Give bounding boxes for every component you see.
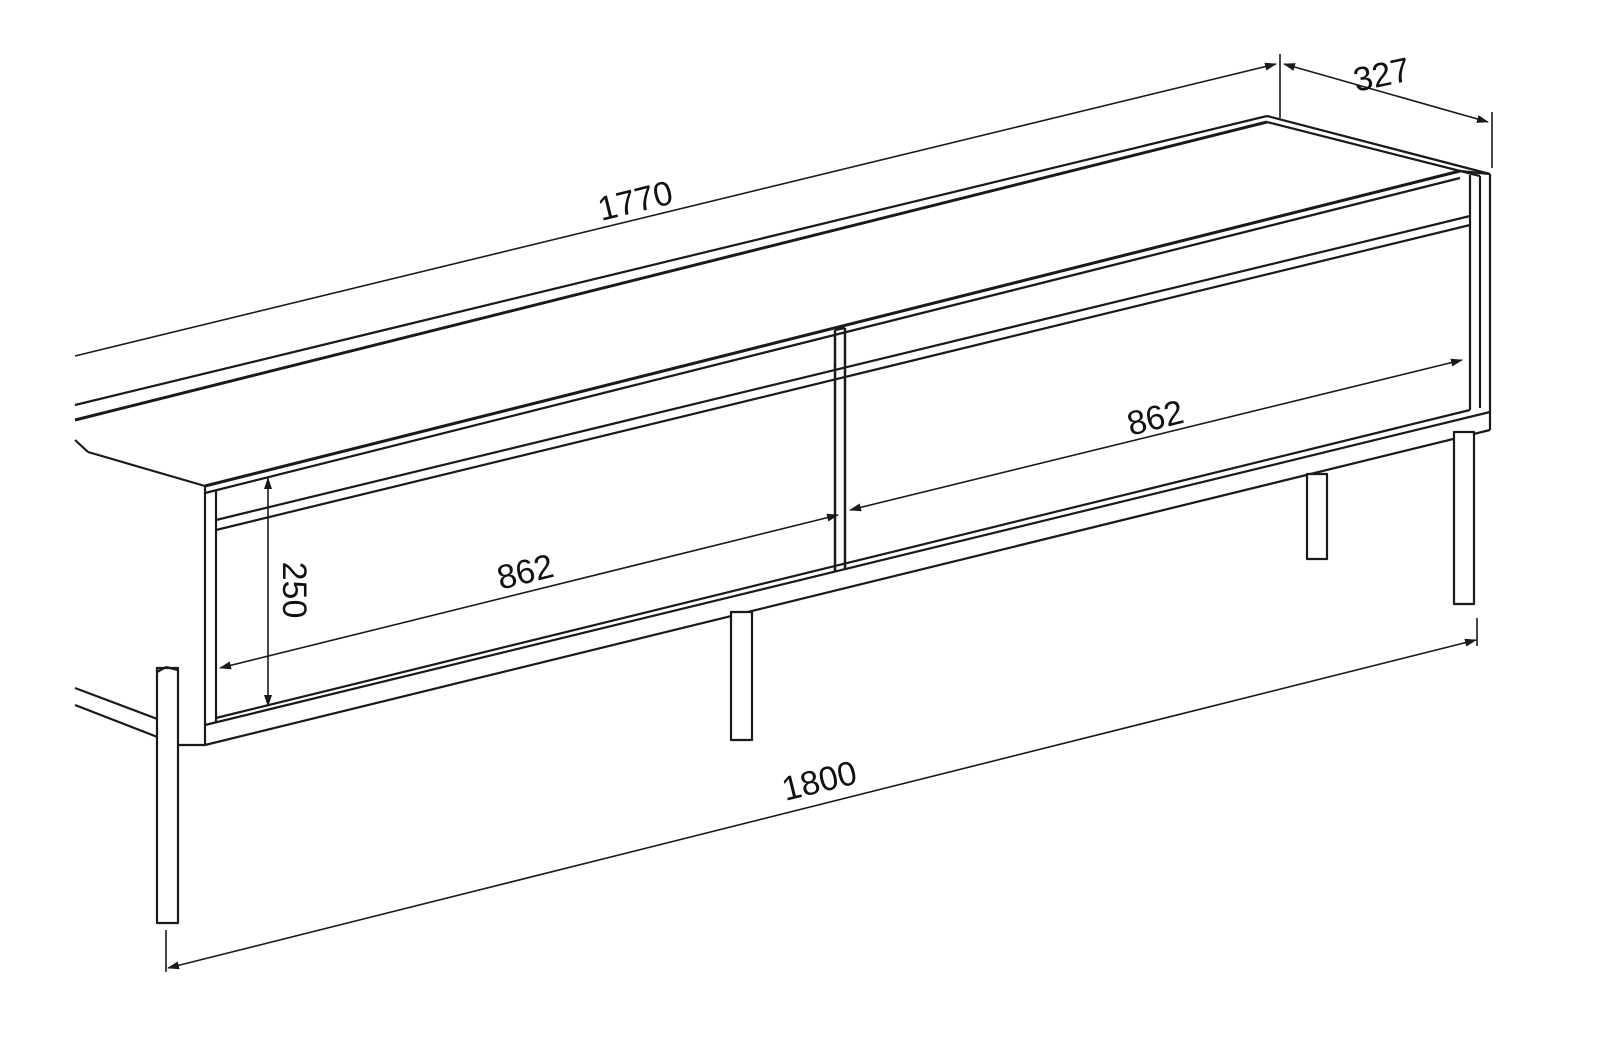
leg-front-middle: [729, 610, 754, 742]
dimension-depth: [1283, 63, 1493, 168]
dimension-top-length: [74, 54, 1281, 357]
label-top-length: 1770: [594, 174, 677, 229]
top-panel: [74, 114, 1491, 495]
label-left-door: 862: [493, 547, 557, 597]
dimension-total-length: [165, 618, 1478, 972]
label-right-door: 862: [1123, 393, 1187, 443]
leg-front-left: [155, 665, 180, 925]
label-total-length: 1800: [778, 754, 861, 809]
cabinet-body: [74, 114, 1492, 747]
dimension-lines: [74, 54, 1493, 972]
dimension-right-door: [849, 358, 1463, 512]
leg-front-right: [1452, 430, 1476, 606]
right-side-panel: [1468, 174, 1492, 412]
door-divider: [833, 326, 847, 572]
bottom-panel: [203, 408, 1492, 747]
leg-back-middle: [1305, 472, 1329, 561]
left-side-panel: [203, 486, 218, 725]
label-depth: 327: [1350, 51, 1413, 100]
label-door-height: 250: [275, 562, 313, 619]
front-rail: [215, 214, 1471, 532]
metal-frame: [74, 430, 1476, 925]
